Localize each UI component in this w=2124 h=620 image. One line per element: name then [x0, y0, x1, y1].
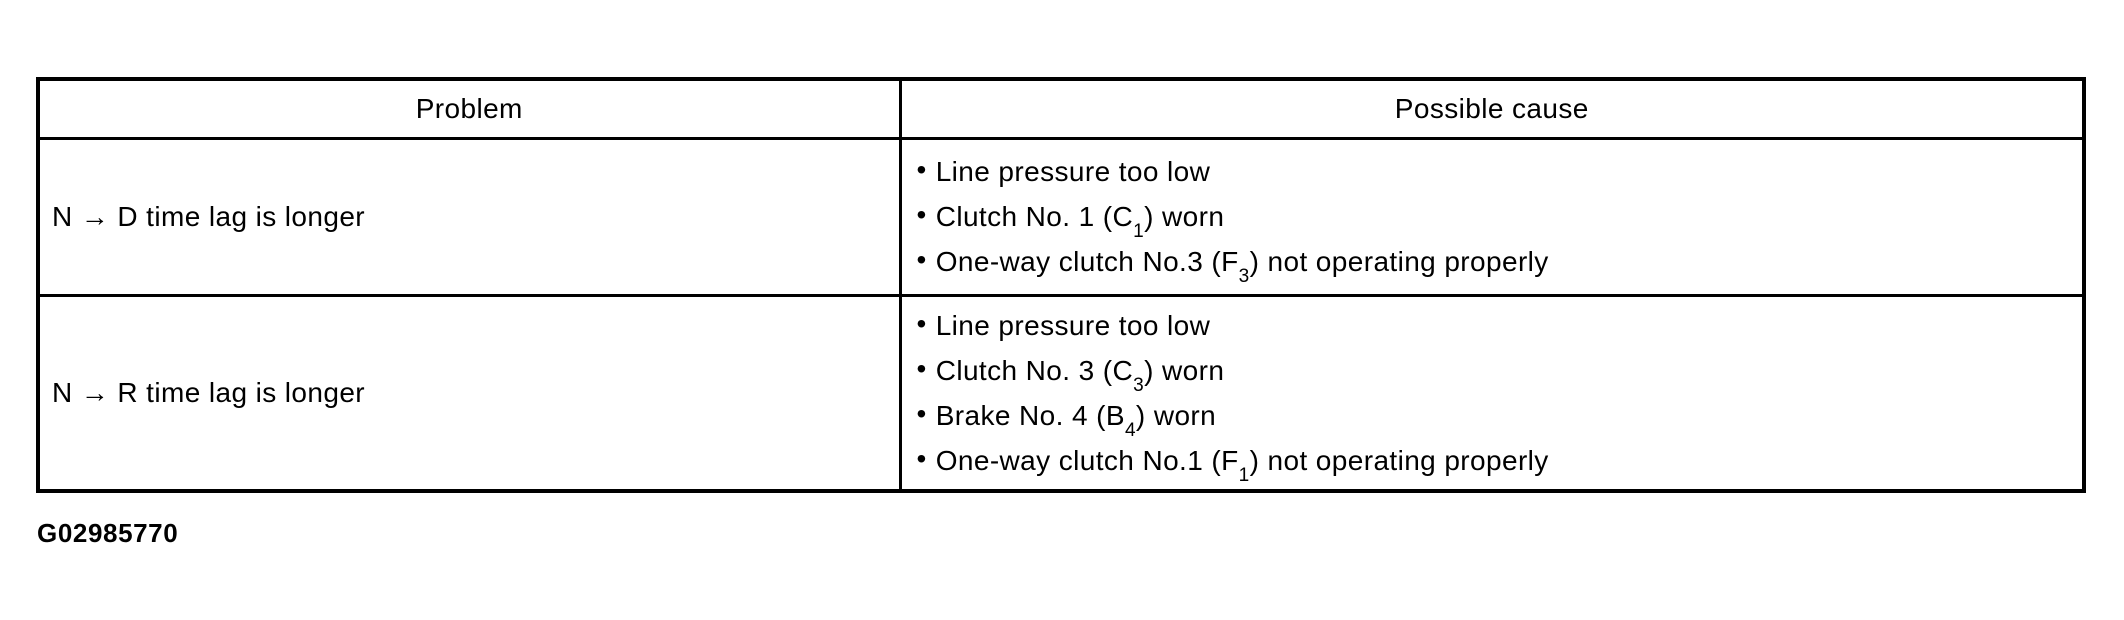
bullet-icon: • — [916, 199, 927, 230]
table-body: N → D time lag is longer•Line pressure t… — [36, 136, 2086, 492]
bullet-icon: • — [916, 154, 927, 185]
header-row: Problem Possible cause — [36, 77, 2086, 140]
figure-id-label: G02985770 — [37, 518, 179, 548]
cause-cell: • Line pressure too low • Clutch No. 1 (C1)… — [898, 136, 2086, 297]
cause-text: Brake No. 4 (B4) worn — [935, 399, 1217, 441]
cause-list: • Line pressure too low • Clutch No. 1 (C1)… — [902, 149, 2073, 288]
bullet-icon: • — [916, 307, 927, 339]
cause-text: Line pressure too low — [935, 156, 1211, 187]
cause-item: •Clutch No. 3 (C3) worn — [916, 348, 2073, 396]
table-header: Problem Possible cause — [36, 77, 2086, 140]
column-header-problem: Problem — [36, 77, 902, 140]
column-header-possible-cause: Possible cause — [898, 77, 2086, 140]
table-row: N → D time lag is longer • Line pressure t… — [36, 136, 2086, 297]
cause-cell: •Line pressure too low•Clutch No. 3 (C3)… — [898, 293, 2086, 492]
bullet-icon: • — [916, 397, 927, 429]
cause-item: • Clutch No. 1 (C1) worn — [916, 194, 2073, 243]
cause-list: •Line pressure too low•Clutch No. 3 (C3)… — [902, 303, 2073, 486]
cause-text: One-way clutch No.1 (F1) not operating p… — [935, 444, 1549, 486]
diagnostic-table: Problem Possible cause N → D time lag is… — [36, 77, 2086, 493]
problem-cell: N → D time lag is longer — [36, 136, 902, 297]
cause-item: •Brake No. 4 (B4) worn — [916, 393, 2073, 441]
cause-item: • One-way clutch No.3 (F3) not operating … — [916, 239, 2073, 288]
cause-item: •Line pressure too low — [917, 303, 2073, 348]
cause-text: Clutch No. 1 (C1) worn — [935, 201, 1225, 243]
bullet-icon: • — [916, 442, 927, 474]
table-row: N → R time lag is longer•Line pressure t… — [36, 293, 2086, 492]
bullet-icon: • — [916, 244, 927, 275]
bullet-icon: • — [916, 352, 927, 384]
cause-item: • Line pressure too low — [917, 149, 2073, 194]
cause-item: •One-way clutch No.1 (F1) not operating … — [916, 438, 2073, 486]
cause-text: Clutch No. 3 (C3) worn — [935, 354, 1225, 396]
cause-text: Line pressure too low — [935, 309, 1211, 341]
cause-text: One-way clutch No.3 (F3) not operating p… — [935, 246, 1549, 288]
problem-cell: N → R time lag is longer — [36, 293, 902, 492]
